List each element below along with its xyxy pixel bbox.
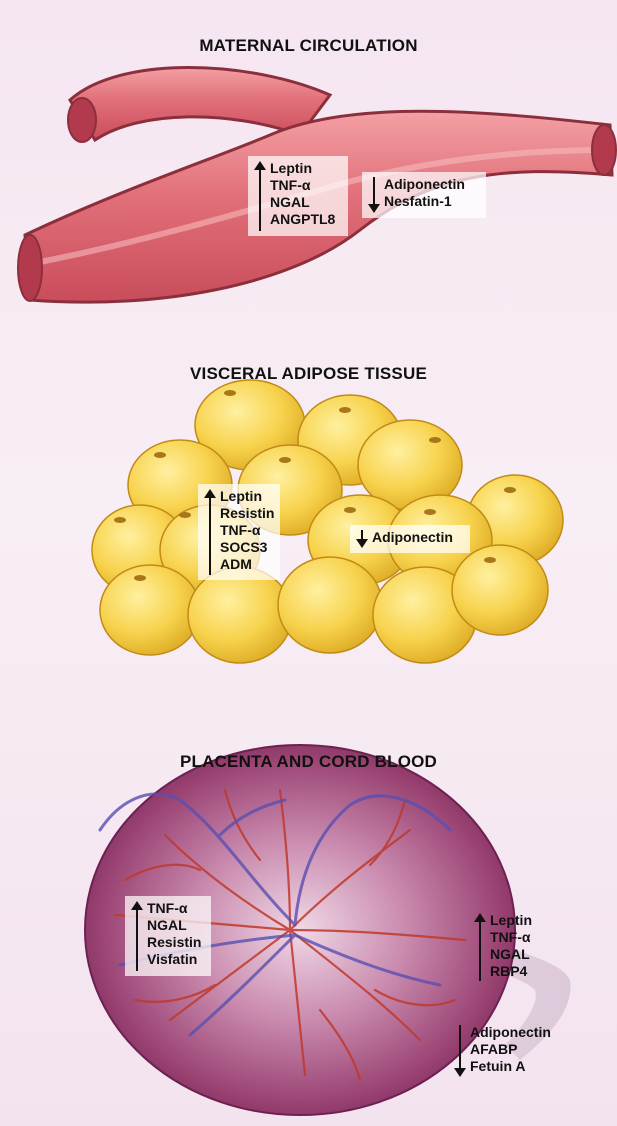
marker-label: Leptin (270, 160, 340, 177)
arrow-up-icon (474, 913, 486, 981)
marker-label: TNF-α (147, 900, 203, 917)
marker-label: NGAL (490, 946, 552, 963)
marker-label: NGAL (147, 917, 203, 934)
marker-label: Leptin (220, 488, 272, 505)
marker-label: RBP4 (490, 963, 552, 980)
marker-label: ANGPTL8 (270, 211, 340, 228)
marker-label: TNF-α (270, 177, 340, 194)
marker-label: Visfatin (147, 951, 203, 968)
section-title-visceral-adipose-tissue: VISCERAL ADIPOSE TISSUE (0, 364, 617, 384)
marker-label: AFABP (470, 1041, 564, 1058)
arrow-down-icon (368, 177, 380, 213)
arrow-up-icon (254, 161, 266, 231)
section-title-placenta-cord-blood: PLACENTA AND CORD BLOOD (0, 752, 617, 772)
marker-label: SOCS3 (220, 539, 272, 556)
marker-label: NGAL (270, 194, 340, 211)
placenta-increased-markers: TNF-α NGAL Resistin Visfatin (125, 896, 211, 976)
marker-label: TNF-α (490, 929, 552, 946)
maternal-decreased-markers: Adiponectin Nesfatin-1 (362, 172, 486, 218)
marker-label: Adiponectin (384, 176, 478, 193)
arrow-down-icon (356, 530, 368, 548)
adipose-decreased-markers: Adiponectin (350, 525, 470, 553)
maternal-increased-markers: Leptin TNF-α NGAL ANGPTL8 (248, 156, 348, 236)
arrow-up-icon (204, 489, 216, 575)
marker-label: ADM (220, 556, 272, 573)
adipose-increased-markers: Leptin Resistin TNF-α SOCS3 ADM (198, 484, 280, 580)
marker-label: Adiponectin (470, 1024, 564, 1041)
cord-increased-markers: Leptin TNF-α NGAL RBP4 (468, 908, 560, 986)
marker-label: TNF-α (220, 522, 272, 539)
adipocyte-cluster (92, 380, 563, 663)
cord-decreased-markers: Adiponectin AFABP Fetuin A (448, 1020, 572, 1080)
section-title-maternal-circulation: MATERNAL CIRCULATION (0, 36, 617, 56)
arrow-up-icon (131, 901, 143, 971)
marker-label: Resistin (147, 934, 203, 951)
marker-label: Nesfatin-1 (384, 193, 478, 210)
arrow-down-icon (454, 1025, 466, 1077)
marker-label: Adiponectin (372, 529, 462, 546)
marker-label: Resistin (220, 505, 272, 522)
marker-label: Leptin (490, 912, 552, 929)
marker-label: Fetuin A (470, 1058, 564, 1075)
